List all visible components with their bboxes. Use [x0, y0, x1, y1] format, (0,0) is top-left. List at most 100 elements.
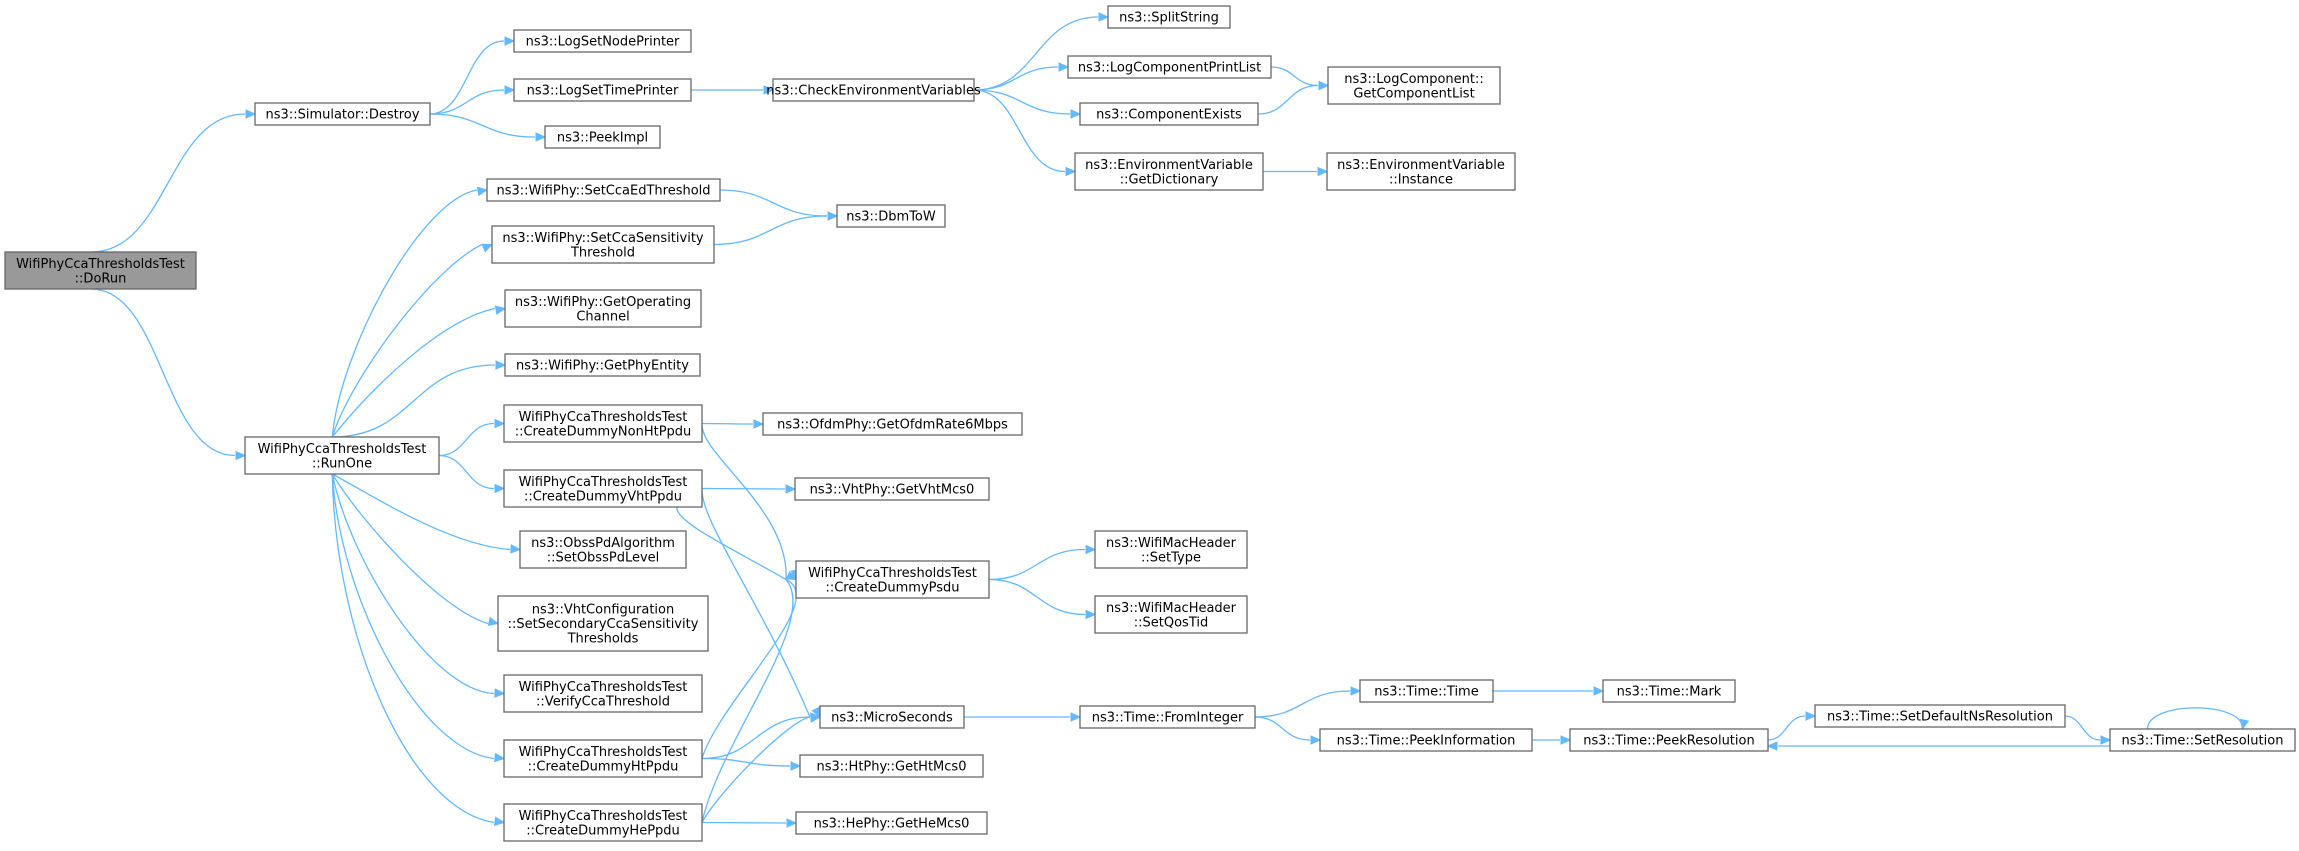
graph-node-envinstance[interactable]: ns3::EnvironmentVariable::Instance: [1326, 152, 1516, 191]
edge-checkenv-to-logcompprint: [973, 62, 1070, 91]
node-box: [491, 225, 715, 264]
edge-line: [429, 113, 536, 138]
graph-node-dummypsdu[interactable]: WifiPhyCcaThresholdsTest::CreateDummyPsd…: [795, 560, 990, 599]
edge-dummyht-to-htmcs0: [701, 757, 802, 771]
node-box: [795, 811, 988, 835]
node-box: [1094, 530, 1248, 569]
node-box: [1359, 679, 1494, 703]
edge-line: [2064, 715, 2101, 741]
arrowhead-icon: [510, 544, 522, 554]
graph-node-frominteger[interactable]: ns3::Time::FromInteger: [1079, 705, 1256, 729]
graph-node-timetime[interactable]: ns3::Time::Time: [1359, 679, 1494, 703]
node-label: Thresholds: [567, 632, 639, 647]
arrowhead-icon: [1070, 109, 1082, 119]
arrowhead-icon: [487, 616, 500, 626]
arrowhead-icon: [504, 36, 516, 46]
graph-node-logsettime[interactable]: ns3::LogSetTimePrinter: [513, 78, 692, 102]
graph-node-runone[interactable]: WifiPhyCcaThresholdsTest::RunOne: [244, 436, 440, 475]
graph-node-setqostid[interactable]: ns3::WifiMacHeader::SetQosTid: [1094, 595, 1248, 634]
arrowhead-icon: [481, 243, 494, 253]
node-label: ::GetDictionary: [1120, 172, 1219, 187]
graph-node-peekinfo[interactable]: ns3::Time::PeekInformation: [1319, 728, 1533, 752]
graph-node-setres[interactable]: ns3::Time::SetResolution: [2109, 728, 2296, 752]
edge-dummyhe-to-microsec: [701, 713, 822, 823]
graph-node-setdefns[interactable]: ns3::Time::SetDefaultNsResolution: [1814, 704, 2066, 728]
edge-line: [438, 454, 495, 490]
node-label: ns3::ComponentExists: [1096, 108, 1242, 123]
graph-node-timemark[interactable]: ns3::Time::Mark: [1602, 679, 1736, 703]
graph-node-dummyhe[interactable]: WifiPhyCcaThresholdsTest::CreateDummyHeP…: [503, 803, 703, 842]
edge-line: [1270, 66, 1319, 87]
edge-line: [331, 473, 495, 695]
graph-node-dbmtow[interactable]: ns3::DbmToW: [836, 204, 946, 228]
arrowhead-icon: [786, 818, 798, 828]
graph-node-vhtmcs0[interactable]: ns3::VhtPhy::GetVhtMcs0: [794, 477, 990, 501]
graph-node-htmcs0[interactable]: ns3::HtPhy::GetHtMcs0: [799, 754, 984, 778]
edge-line: [988, 548, 1086, 581]
node-box: [544, 125, 661, 149]
graph-node-simdestroy[interactable]: ns3::Simulator::Destroy: [254, 102, 431, 126]
edge-line: [701, 821, 787, 824]
graph-node-peekimpl[interactable]: ns3::PeekImpl: [544, 125, 661, 149]
node-label: ns3::Time::FromInteger: [1092, 711, 1244, 726]
graph-node-dummynonht[interactable]: WifiPhyCcaThresholdsTest::CreateDummyNon…: [503, 404, 703, 443]
node-label: ns3::WifiPhy::GetPhyEntity: [516, 359, 689, 374]
edge-line: [1254, 716, 1311, 741]
graph-node-logcompprint[interactable]: ns3::LogComponentPrintList: [1067, 55, 1272, 79]
graph-node-setccaed[interactable]: ns3::WifiPhy::SetCcaEdThreshold: [486, 178, 721, 202]
edge-line: [90, 113, 246, 253]
arrowhead-icon: [493, 816, 506, 826]
node-label: GetComponentList: [1353, 86, 1474, 101]
graph-node-obsspd[interactable]: ns3::ObssPdAlgorithm::SetObssPdLevel: [519, 530, 687, 569]
node-label: ::CreateDummyHePpdu: [526, 823, 680, 838]
node-label: ns3::WifiMacHeader: [1106, 536, 1237, 551]
node-box: [503, 674, 703, 713]
graph-node-microsec[interactable]: ns3::MicroSeconds: [819, 705, 965, 729]
graph-node-verifycca[interactable]: WifiPhyCcaThresholdsTest::VerifyCcaThres…: [503, 674, 703, 713]
node-box: [1326, 152, 1516, 191]
node-box: [503, 404, 703, 443]
edge-line: [438, 422, 495, 457]
node-box: [794, 477, 990, 501]
graph-node-vhtconf[interactable]: ns3::VhtConfiguration::SetSecondaryCcaSe…: [497, 595, 709, 652]
edge-line: [1254, 690, 1351, 718]
graph-node-dummyvht[interactable]: WifiPhyCcaThresholdsTest::CreateDummyVht…: [503, 469, 703, 508]
edge-line: [701, 579, 794, 823]
graph-node-getcomplist[interactable]: ns3::LogComponent::GetComponentList: [1327, 66, 1501, 105]
node-box: [1327, 66, 1501, 105]
node-box: [795, 560, 990, 599]
node-box: [513, 29, 692, 53]
node-box: [504, 289, 702, 328]
arrowhead-icon: [763, 85, 775, 95]
edge-setres-to-setres: [2146, 707, 2250, 731]
edge-dummypsdu-to-setqostid: [988, 578, 1097, 620]
graph-node-ofdmrate[interactable]: ns3::OfdmPhy::GetOfdmRate6Mbps: [762, 412, 1023, 436]
edge-runone-to-dummyht: [331, 473, 506, 763]
graph-node-peekres[interactable]: ns3::Time::PeekResolution: [1569, 728, 1769, 752]
arrowhead-icon: [504, 85, 516, 95]
edge-line: [2146, 707, 2244, 730]
graph-node-dummyht[interactable]: WifiPhyCcaThresholdsTest::CreateDummyHtP…: [503, 739, 703, 778]
graph-node-hemcs0[interactable]: ns3::HePhy::GetHeMcs0: [795, 811, 988, 835]
edge-runone-to-dummyvht: [438, 454, 506, 494]
edge-line: [331, 189, 478, 438]
arrowhead-icon: [1318, 80, 1330, 91]
graph-node-splitstring[interactable]: ns3::SplitString: [1107, 5, 1231, 29]
edge-line: [331, 473, 511, 551]
node-box: [1074, 152, 1264, 191]
edge-dorun-to-runone: [90, 288, 247, 461]
graph-node-logsetnode[interactable]: ns3::LogSetNodePrinter: [513, 29, 692, 53]
graph-node-envgetdict[interactable]: ns3::EnvironmentVariable::GetDictionary: [1074, 152, 1264, 191]
graph-node-checkenv[interactable]: ns3::CheckEnvironmentVariables: [766, 78, 981, 102]
graph-node-settype[interactable]: ns3::WifiMacHeader::SetType: [1094, 530, 1248, 569]
edge-timetime-to-timemark: [1493, 686, 1605, 696]
graph-node-compexists[interactable]: ns3::ComponentExists: [1079, 102, 1259, 126]
graph-node-getphyent[interactable]: ns3::WifiPhy::GetPhyEntity: [504, 353, 701, 377]
node-label: ns3::VhtPhy::GetVhtMcs0: [810, 483, 975, 498]
node-label: WifiPhyCcaThresholdsTest: [519, 809, 688, 824]
arrowhead-icon: [1350, 686, 1362, 696]
node-label: ::SetQosTid: [1134, 615, 1208, 630]
